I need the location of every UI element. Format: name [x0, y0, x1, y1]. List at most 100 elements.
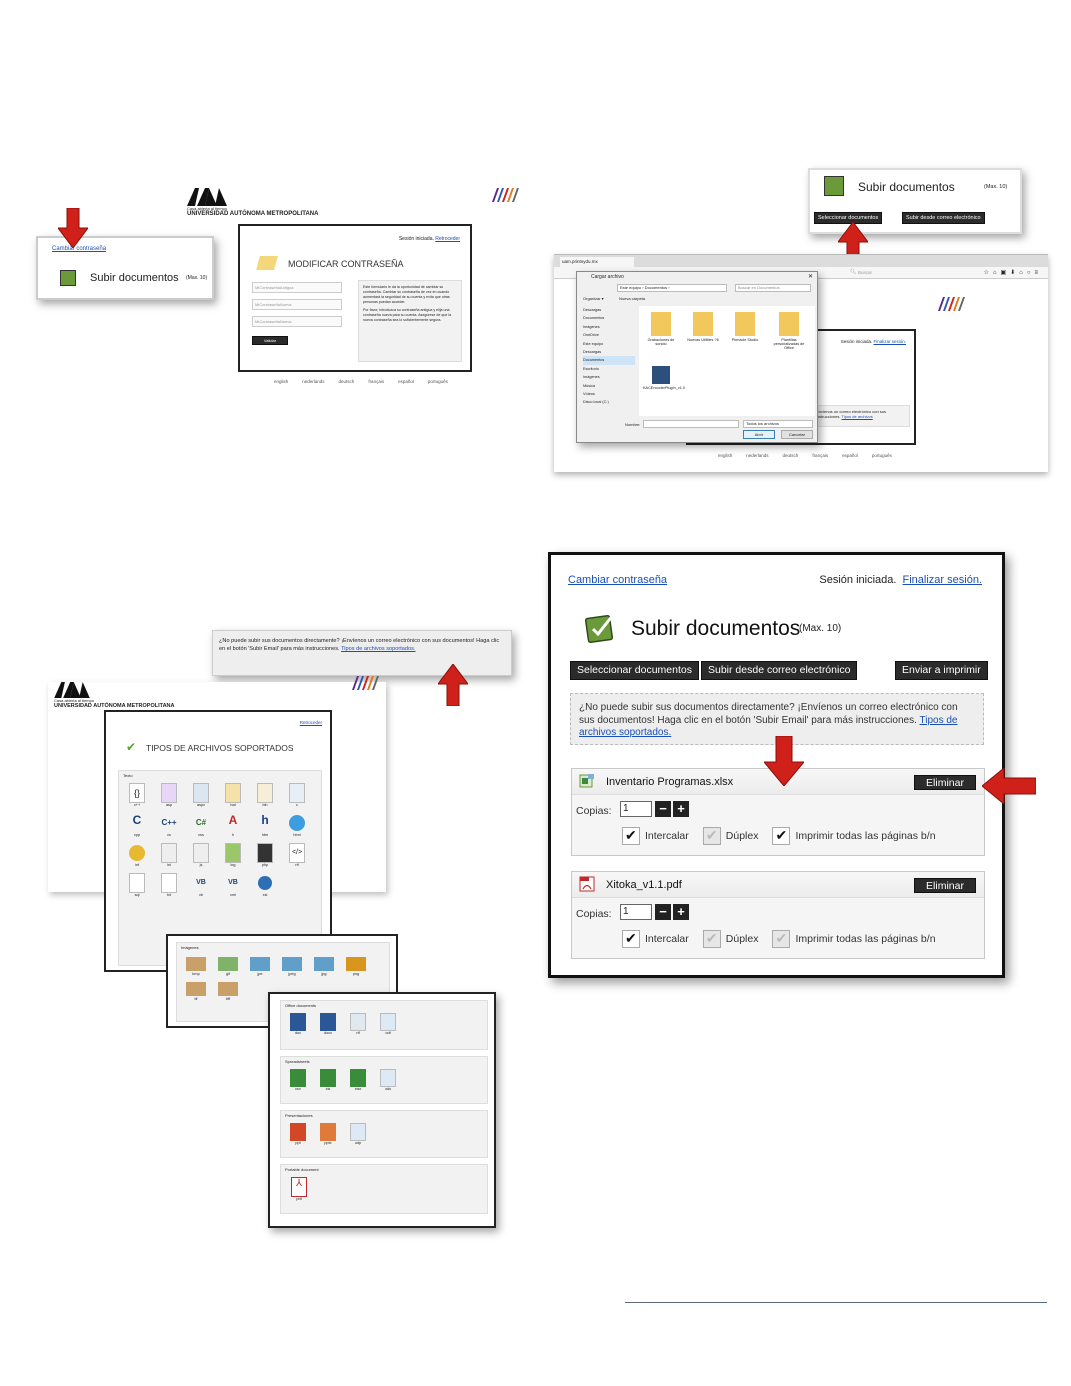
sidebar-item-descargas-2[interactable]: Descargas: [583, 350, 602, 355]
sidebar-item-imagenes[interactable]: Imágenes: [583, 324, 600, 329]
send-to-print-button[interactable]: Enviar a imprimir: [895, 661, 988, 680]
sidebar-item-disco-local[interactable]: Disco local (C:): [583, 400, 609, 405]
file-type-item: odt: [379, 1013, 397, 1035]
document-card: Inventario Programas.xlsx Eliminar Copia…: [571, 768, 985, 856]
validar-button[interactable]: Validar: [252, 336, 288, 345]
retroceder-link[interactable]: Retroceder: [299, 720, 322, 725]
powerpoint-icon: [290, 1123, 306, 1141]
sidebar-item-videos[interactable]: Vídeos: [583, 392, 595, 397]
file-type-item: asp: [157, 783, 181, 807]
tipos-link[interactable]: Tipos de archivos soportados.: [341, 646, 416, 653]
duplex-checkbox[interactable]: [702, 930, 721, 948]
file-type-item: pptx: [319, 1123, 337, 1145]
upload-from-email-button[interactable]: Subir desde correo electrónico: [701, 661, 858, 680]
folder-item[interactable]: Grabaciones de sonido: [643, 312, 679, 346]
duplex-checkbox[interactable]: [702, 827, 721, 845]
cambiar-contrasena-link[interactable]: Cambiar contraseña: [52, 246, 107, 252]
nueva-carpeta-button[interactable]: Nueva carpeta: [619, 296, 646, 301]
select-documents-button[interactable]: Seleccionar documentos: [814, 212, 883, 224]
select-documents-button[interactable]: Seleccionar documentos: [570, 661, 699, 680]
close-icon[interactable]: ✕: [807, 274, 813, 280]
lang-nederlands[interactable]: nederlands: [746, 453, 769, 458]
print-options: Intercalar Dúplex Imprimir todas las pág…: [622, 827, 950, 845]
language-bar: english nederlands deutsch français español p…: [718, 453, 906, 458]
lang-francais[interactable]: français: [368, 379, 385, 384]
cancelar-button[interactable]: Cancelar: [781, 430, 813, 439]
filetype-select[interactable]: Todos los archivos: [743, 420, 813, 428]
folder-item[interactable]: Pinnacle Studio: [727, 312, 763, 342]
sidebar-item-descargas[interactable]: Descargas: [583, 308, 602, 312]
file-item[interactable]: KACEncoderPlugIn_v1.0: [643, 366, 685, 390]
repeat-password-field[interactable]: MiContraseñaNueva: [252, 316, 342, 327]
tipos-link[interactable]: Tipos de archivos: [841, 414, 873, 419]
sidebar-item-musica[interactable]: Música: [583, 383, 596, 388]
lang-deutsch[interactable]: deutsch: [338, 379, 355, 384]
search-documents[interactable]: Buscar en Documentos: [735, 284, 811, 292]
sidebar-item-documentos-2[interactable]: Documentos: [583, 356, 635, 365]
shot1-screenshot: Casa abierta al tiempo UNIVERSIDAD AUTÓN…: [30, 180, 530, 390]
bw-checkbox[interactable]: [772, 930, 791, 948]
increment-button[interactable]: +: [673, 904, 689, 920]
increment-button[interactable]: +: [673, 801, 689, 817]
retroceder-link[interactable]: Retroceder: [435, 236, 460, 242]
logo-tagline: Casa abierta al tiempo: [54, 698, 95, 703]
eliminar-button[interactable]: Eliminar: [914, 775, 976, 790]
decrement-button[interactable]: −: [655, 904, 671, 920]
intercalar-checkbox[interactable]: [622, 930, 640, 948]
sidebar-item-onedrive[interactable]: OneDrive: [583, 333, 600, 338]
upload-email-button[interactable]: Subir desde correo electrónico: [902, 212, 985, 224]
spreadsheets-label: Spreadsheets: [285, 1059, 310, 1064]
sidebar-item-este-equipo[interactable]: Este equipo: [583, 341, 604, 346]
intercalar-checkbox[interactable]: [622, 827, 640, 845]
help-box: Este formulario le da la oportunidad de …: [358, 280, 462, 362]
file-type-item: jpeg: [281, 957, 303, 976]
copies-input[interactable]: 1: [620, 801, 652, 817]
old-password-field[interactable]: MiContraseñaAntigua: [252, 282, 342, 293]
lang-english[interactable]: english: [274, 379, 289, 384]
sidebar-item-documentos[interactable]: Documentos: [583, 316, 605, 321]
dialog-title: Cargar archivo: [591, 274, 624, 280]
excel-icon: [290, 1069, 306, 1087]
subir-max: (Max. 10): [984, 184, 1008, 190]
browser-tabbar: uam.printnydu.mx: [554, 255, 1048, 267]
organizar-menu[interactable]: Organizar ▾: [583, 296, 604, 301]
file-type-item: bat: [221, 783, 245, 807]
finalizar-sesion-link[interactable]: Finalizar sesión.: [902, 574, 982, 586]
logo-tagline: Casa abierta al tiempo: [187, 206, 228, 211]
lang-portugues[interactable]: português: [871, 453, 892, 458]
path-bar[interactable]: Este equipo › Documentos ›: [617, 284, 727, 292]
filename-input[interactable]: [643, 420, 739, 428]
pres-icons: ppt pptx odp: [289, 1123, 367, 1145]
lang-english[interactable]: english: [718, 453, 733, 458]
uam-logo-icon: [187, 188, 227, 206]
lang-espanol[interactable]: español: [398, 379, 414, 384]
email-notice: ¿No puede subir sus documentos directame…: [570, 693, 984, 745]
pdf-icon: [579, 876, 595, 892]
tipos-panel: Retroceder ✔ TIPOS DE ARCHIVOS SOPORTADO…: [104, 710, 332, 972]
sidebar-item-imagenes-2[interactable]: Imágenes: [583, 375, 600, 380]
browser-tab[interactable]: uam.printnydu.mx: [560, 257, 634, 267]
color-stripes-logo: [348, 676, 380, 690]
new-password-field[interactable]: MiContraseñaNueva: [252, 299, 342, 310]
decrement-button[interactable]: −: [655, 801, 671, 817]
finalizar-link[interactable]: Finalizar sesión.: [873, 339, 906, 344]
lang-nederlands[interactable]: nederlands: [302, 379, 325, 384]
eliminar-button[interactable]: Eliminar: [914, 878, 976, 893]
copies-input[interactable]: 1: [620, 904, 652, 920]
abrir-button[interactable]: Abrir: [743, 430, 775, 439]
file-type-item: csv: [289, 1069, 307, 1091]
supported-types-link[interactable]: Tipos de archivos soportados.: [579, 714, 958, 739]
cambiar-contrasena-link[interactable]: Cambiar contraseña: [568, 574, 668, 586]
lang-deutsch[interactable]: deutsch: [782, 453, 799, 458]
lang-francais[interactable]: français: [812, 453, 829, 458]
folder-item[interactable]: Plantillas personalizadas de Office: [769, 312, 809, 350]
lang-espanol[interactable]: español: [842, 453, 858, 458]
lang-portugues[interactable]: português: [427, 379, 448, 384]
folder-item[interactable]: Nuevas Utilities ?6: [685, 312, 721, 342]
presentations-section: Presentaciones ppt pptx odp: [280, 1110, 488, 1158]
help-text-2: Por favor, introduzca su contraseña anti…: [363, 308, 452, 323]
bw-checkbox[interactable]: [772, 827, 791, 845]
sidebar-item-escritorio[interactable]: Escritorio: [583, 366, 599, 371]
browser-search[interactable]: Buscar: [858, 270, 873, 275]
